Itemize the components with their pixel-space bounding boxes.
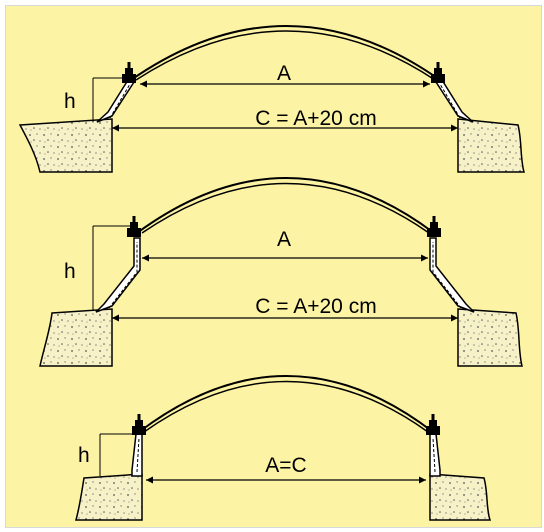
- right-fixing-bracket: [427, 216, 441, 237]
- height-label: h: [78, 444, 90, 467]
- left-fixing-bracket: [132, 414, 146, 435]
- left-fixing-bracket: [122, 62, 136, 83]
- dome: [136, 177, 435, 234]
- left-wall-block: [18, 118, 113, 173]
- height-dimension: [92, 77, 126, 122]
- width-label: A: [277, 228, 291, 251]
- left-wall-block: [39, 308, 113, 367]
- right-wall-block: [457, 118, 525, 173]
- height-dimension: [92, 225, 130, 310]
- height-label: h: [64, 90, 76, 113]
- left-upstand: [96, 79, 136, 123]
- dome: [138, 375, 434, 433]
- width-label: A=C: [265, 454, 306, 477]
- right-fixing-bracket: [431, 62, 445, 83]
- width-label: A: [277, 62, 291, 85]
- right-upstand: [429, 237, 475, 313]
- left-wall-block: [75, 473, 143, 521]
- left-upstand: [95, 237, 141, 313]
- right-wall-block: [457, 308, 523, 367]
- diagram-3: h A=C: [75, 375, 492, 521]
- right-upstand: [429, 433, 441, 477]
- diagram-2: h A C = A+20 cm: [39, 177, 523, 367]
- diagram-1: h A C = A+20 cm: [18, 25, 525, 173]
- outer-width-label: C = A+20 cm: [255, 295, 376, 318]
- right-wall-block: [429, 473, 492, 521]
- right-fixing-bracket: [426, 414, 440, 435]
- outer-width-label: C = A+20 cm: [255, 107, 376, 130]
- left-upstand: [131, 433, 143, 477]
- height-label: h: [64, 260, 76, 283]
- drawing-background: [5, 5, 542, 528]
- height-dimension: [99, 433, 134, 476]
- dome: [130, 25, 441, 81]
- right-upstand: [434, 79, 474, 123]
